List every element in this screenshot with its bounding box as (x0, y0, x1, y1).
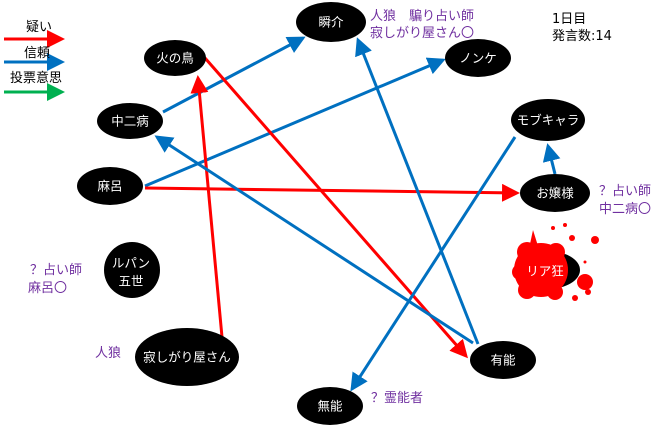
node-munou: 無能 (297, 387, 363, 425)
legend-trust-label: 信頼 (24, 46, 51, 61)
node-hinotori: 火の鳥 (144, 40, 206, 76)
node-lupin: ルパン 五世 (104, 242, 160, 298)
annotation-lupin-result: 麻呂〇 (28, 281, 68, 296)
node-label: ルパン (112, 256, 150, 271)
node-yuunou: 有能 (470, 341, 536, 379)
node-label: 火の鳥 (156, 51, 194, 66)
node-sabishi: 寂しがり屋さん (135, 328, 239, 386)
legend-vote-label: 投票意思 (10, 71, 63, 86)
annotation-shunsuke-role: 人狼 騙り占い師 (370, 9, 475, 24)
post-count: 発言数:14 (552, 29, 612, 44)
annotation-ojousama-result: 中二病〇 (599, 202, 652, 217)
edge-maro-nonke (144, 57, 446, 188)
node-label: 中二病 (111, 114, 149, 129)
node-shunsuke: 瞬介 (296, 2, 366, 42)
annotation-shunsuke-result: 寂しがり屋さん〇 (370, 26, 475, 41)
edge-yuunou-chunibyo (154, 135, 474, 345)
edge-chunibyo-shunsuke (162, 36, 306, 114)
node-label: モブキャラ (517, 113, 580, 128)
annotation-ojousama-role: ？占い師 (599, 184, 652, 199)
edge-ojousama-mobukyara (542, 143, 561, 175)
annotation-munou-role: ？霊能者 (371, 391, 424, 406)
node-chunibyo: 中二病 (97, 103, 163, 139)
node-label: 有能 (490, 353, 516, 368)
node-label: 五世 (118, 274, 143, 289)
legend-doubt-label: 疑い (26, 20, 53, 35)
node-mobukyara: モブキャラ (511, 99, 585, 141)
node-label: お嬢様 (536, 186, 574, 201)
node-label: 無能 (317, 399, 343, 414)
edge-mobukyara-munou (350, 136, 517, 392)
edge-yuunou-shunsuke (355, 37, 480, 345)
annotation-sabishi-role: 人狼 (95, 346, 122, 361)
node-label: 瞬介 (318, 15, 344, 30)
day-label: 1日目 (552, 12, 587, 27)
edge-maro-ojousama (144, 183, 520, 202)
node-label: リア狂 (526, 264, 564, 279)
node-nonke: ノンケ (445, 39, 511, 77)
blood-splat-icon (512, 223, 599, 301)
edge-hinotori-yuunou (203, 57, 468, 359)
node-label: ノンケ (459, 51, 497, 66)
node-riakyou: リア狂 (512, 223, 599, 301)
node-ojousama: お嬢様 (520, 174, 590, 212)
edge-sabishi-hinotori (190, 75, 224, 338)
node-maro: 麻呂 (77, 167, 143, 205)
node-label: 麻呂 (97, 179, 122, 194)
node-label: 寂しがり屋さん (143, 350, 231, 365)
annotation-lupin-role: ？占い師 (30, 263, 83, 278)
